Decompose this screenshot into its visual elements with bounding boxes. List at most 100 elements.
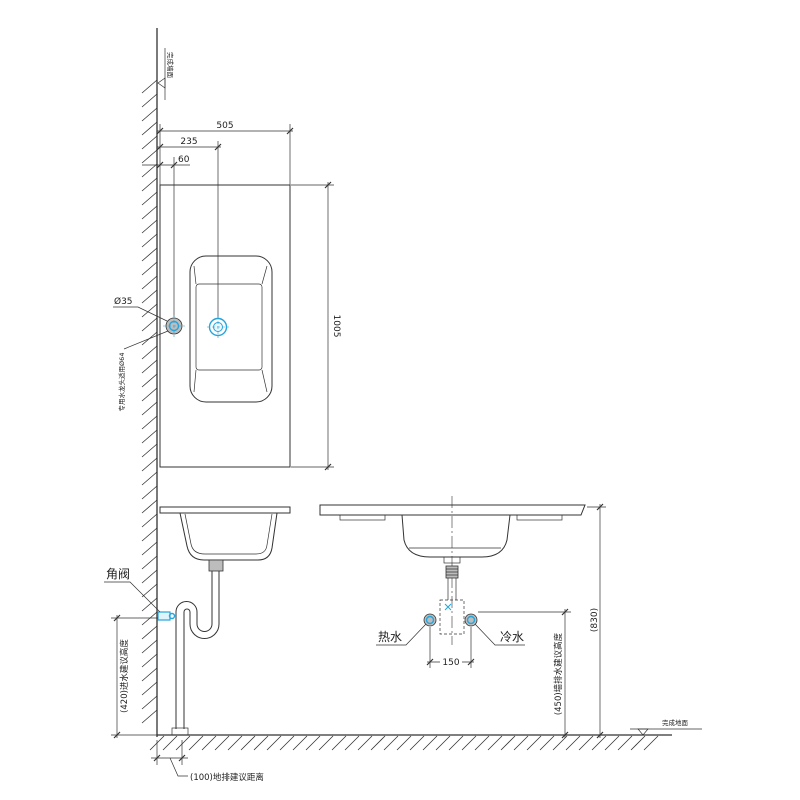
- floor-hatch-line: [487, 735, 503, 751]
- drain-centerline: [207, 316, 229, 338]
- wall-hatch-line: [141, 681, 158, 696]
- floor-hatch-line: [344, 735, 360, 751]
- wall-hatch-line: [141, 625, 158, 640]
- wall-hatch-line: [141, 359, 158, 374]
- hot-water-callout: 热水: [376, 623, 427, 646]
- wall-hatch-line: [141, 429, 158, 444]
- hot-water-label: 热水: [378, 630, 402, 644]
- wall-hatch-line: [141, 499, 158, 514]
- wall-hatch-line: [141, 555, 158, 570]
- faucet-hole-plan: [163, 315, 185, 337]
- dim-depth-extension-lines: [291, 184, 334, 468]
- trap-pipe-wall-a: [183, 571, 220, 729]
- cold-water-callout: 冷水: [474, 623, 525, 646]
- angle-valve-label: 角阀: [106, 567, 130, 581]
- floor-hatch-line: [305, 735, 321, 751]
- dim-inlet-height: (420)进水建议高度: [111, 614, 158, 739]
- wall-hatch-line: [141, 303, 158, 318]
- dim-width-ticks: [156, 127, 294, 135]
- trap-hidden-outline: [439, 599, 465, 635]
- wall-hatch-line: [141, 107, 158, 122]
- wall-hatch-line: [141, 289, 158, 304]
- wall-hatch-line: [141, 513, 158, 528]
- dim-drain-offset-text: 235: [180, 137, 197, 147]
- underside-bar-right: [516, 514, 563, 521]
- drain-fitting-side: [208, 559, 224, 572]
- wall-hatch-line: [141, 457, 158, 472]
- cold-valve-ring-icon: [466, 615, 476, 625]
- floor-hatch-line: [214, 735, 230, 751]
- wall-hatch-line: [141, 247, 158, 262]
- floor-hatch-line: [279, 735, 295, 751]
- drain-plan: [207, 316, 229, 338]
- hot-water-leader: [376, 623, 427, 646]
- dim-wall-drain-ticks: [561, 608, 569, 739]
- basin-bowl-side: [179, 512, 278, 561]
- wall-hatch-line: [141, 177, 158, 192]
- hot-valve-ring-icon: [425, 615, 435, 625]
- wall-hatch-line: [141, 135, 158, 150]
- wall-hatch-line: [141, 415, 158, 430]
- angle-valve: [157, 611, 176, 621]
- floor-reference-triangle-icon: [637, 728, 649, 736]
- hot-water-valve: [423, 613, 437, 627]
- floor-hatch-line: [396, 735, 412, 751]
- dim-floor-drain-extension-lines: [156, 740, 183, 765]
- tail-pipe-front: [447, 578, 457, 600]
- floor-hatch-line: [318, 735, 334, 751]
- wall-hatch-line: [141, 345, 158, 360]
- dim-inlet-extension-lines: [111, 617, 158, 736]
- wall-hatch-line: [141, 275, 158, 290]
- wall-hatch-line: [141, 709, 158, 724]
- wall-hatch-line: [141, 317, 158, 332]
- wall-hatch-line: [141, 205, 158, 220]
- cold-valve-icon: [464, 613, 478, 627]
- dim-total-text: (830): [590, 608, 600, 632]
- floor-hatch-line: [591, 735, 607, 751]
- dim-wall-drain-height: (450)墙排水建议高度: [478, 608, 571, 739]
- wall-hatch-line: [141, 611, 158, 626]
- floor-hatch-line: [292, 735, 308, 751]
- basin-corner-lines: [193, 265, 268, 393]
- wall-hatch-line: [141, 541, 158, 556]
- faucet-hole-leader: [113, 306, 168, 322]
- wall-hatch-line: [141, 79, 158, 94]
- hot-valve-icon: [423, 613, 437, 627]
- floor-hatch-line: [201, 735, 217, 751]
- dim-faucet-offset-text: 60: [178, 155, 190, 165]
- basin-bowl-inner-side: [184, 513, 273, 555]
- dim-drain-offset-ticks: [156, 143, 222, 151]
- basin-bottom-plan: [195, 283, 263, 371]
- floor: [149, 734, 672, 751]
- wall-hatch-line: [141, 93, 158, 108]
- dim-depth-ticks: [324, 181, 332, 471]
- dim-floor-drain-ticks: [153, 754, 186, 762]
- countertop-outline-plan: [159, 184, 291, 468]
- floor-hatch-line: [448, 735, 464, 751]
- wall-hatch-line: [141, 569, 158, 584]
- floor-hatch-line: [227, 735, 243, 751]
- dim-width: 505: [156, 121, 294, 135]
- wall: [141, 28, 158, 737]
- wall-hatch-line: [141, 401, 158, 416]
- faucet-hole-callout: Ø35: [113, 296, 168, 322]
- plan-view: 505 235 60 1005 Ø35 专用水龙头适用Ø64: [113, 121, 341, 471]
- floor-hatch-line: [357, 735, 373, 751]
- faucet-note-callout: 专用水龙头适用Ø64: [117, 330, 169, 411]
- trap-pipe-wall-b: [175, 571, 213, 729]
- floor-hatch-line: [266, 735, 282, 751]
- wall-hatch-line: [141, 261, 158, 276]
- faucet-hole-diameter-text: Ø35: [114, 296, 133, 307]
- dim-valve-spacing: 150: [426, 627, 475, 668]
- floor-hatch-line: [435, 735, 451, 751]
- wall-hatch-line: [141, 471, 158, 486]
- floor-hatch-line: [526, 735, 542, 751]
- dim-wall-drain-text: (450)墙排水建议高度: [553, 632, 564, 715]
- drain-thread-lines: [446, 568, 458, 576]
- wall-hatch-line: [141, 653, 158, 668]
- floor-hatch-line: [630, 735, 646, 751]
- cold-water-leader: [474, 623, 525, 646]
- wall-hatch-line: [141, 667, 158, 682]
- faucet-centerline: [163, 315, 185, 337]
- dim-inlet-text: (420)进水建议高度: [119, 639, 130, 713]
